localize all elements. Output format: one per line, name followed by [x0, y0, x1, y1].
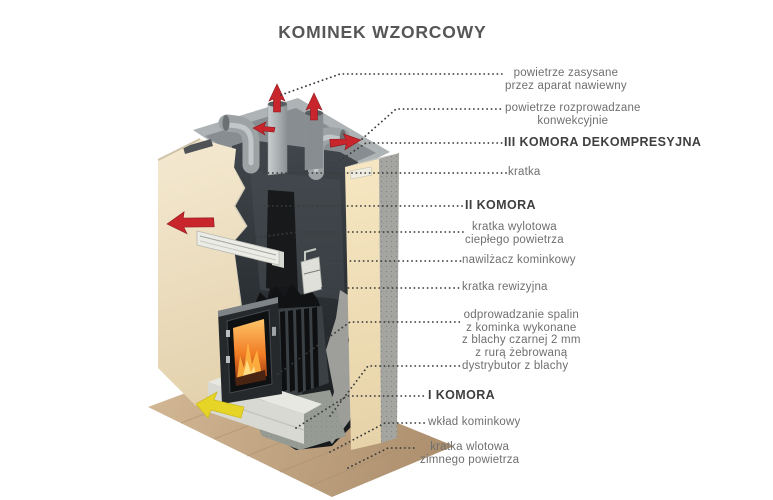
leader-line: [251, 231, 466, 239]
leader-line: [347, 447, 419, 469]
fireplace-humidifier: [300, 248, 323, 295]
left-vertical-pipe: [267, 103, 288, 176]
cold-air-inlet-arrow-icon: [195, 391, 245, 419]
wall-edge-strip: [379, 153, 399, 443]
leader-line: [329, 422, 428, 453]
wall-vent-slot: [183, 139, 213, 154]
label-kratka-wylotowa: kratka wylotowa ciepłego powietrza: [465, 221, 564, 246]
flue-pipe: [266, 190, 298, 292]
label-powietrze-rozprowadzane: powietrze rozprowadzane konwekcyjnie: [505, 102, 641, 127]
label-kratka-wlotowa: kratka wlotowa zimnego powietrza: [420, 441, 520, 466]
label-odprowadzanie-spalin: odprowadzanie spalin z kominka wykonane …: [462, 309, 581, 359]
fire-flames: [235, 342, 266, 386]
leader-lines: [251, 73, 509, 469]
airflow-up-arrow-right-icon: [305, 92, 323, 121]
page-title: KOMINEK WZORCOWY: [278, 22, 487, 42]
label-nawilzacz-kominkowy: nawilżacz kominkowy: [462, 254, 576, 266]
leader-line: [280, 73, 504, 96]
label-komora-dekompresyjna: III KOMORA DEKOMPRESYJNA: [504, 135, 702, 149]
label-wklad-kominkowy: wkład kominkowy: [428, 416, 521, 428]
label-dystrybutor-z-blachy: dystrybutor z blachy: [462, 360, 569, 372]
small-airflow-left-arrow-icon: [252, 121, 276, 136]
airflow-right-arrow-icon: [329, 133, 362, 151]
leader-line: [335, 142, 505, 164]
label-kratka-rewizyjna: kratka rewizyjna: [462, 281, 548, 293]
label-komora-i: I KOMORA: [428, 388, 496, 402]
right-vertical-pipe: [304, 112, 324, 171]
label-komora-ii: II KOMORA: [465, 198, 536, 212]
airflow-up-arrow-left-icon: [268, 83, 286, 113]
hot-air-outlet-duct: [196, 230, 284, 268]
label-powietrze-zasysane: powietrze zasysane przez aparat nawiewny: [505, 67, 627, 92]
airflow-left-arrow-icon: [166, 211, 215, 235]
leader-line: [277, 321, 463, 375]
right-wall-panel: [345, 153, 399, 450]
label-kratka: kratka: [508, 166, 541, 178]
leader-line: [361, 108, 504, 140]
fireplace-insert: [218, 297, 282, 404]
chimney-pipes: [218, 101, 350, 180]
